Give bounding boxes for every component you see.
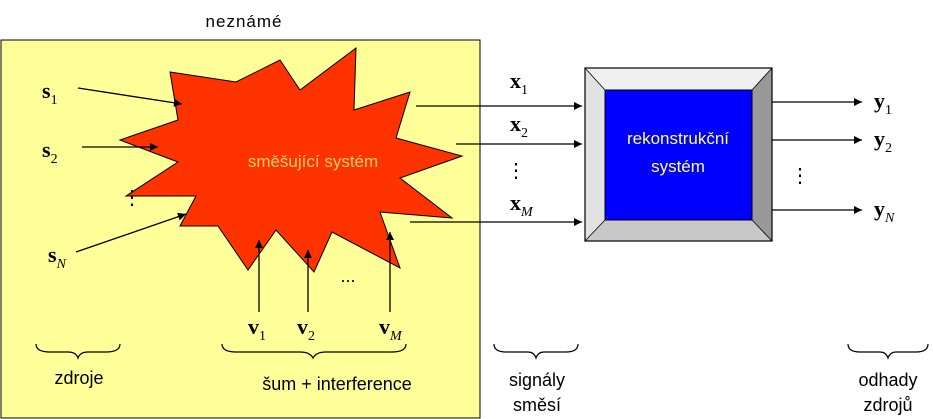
mixing-system-label: směšující systém xyxy=(248,152,378,171)
mixing-system-burst xyxy=(118,46,464,273)
reconstruction-label-line2: systém xyxy=(651,157,705,176)
noise-2-label: v2 xyxy=(297,314,315,344)
mixtures-caption-line1: signály xyxy=(509,370,565,390)
mixture-1-label: x1 xyxy=(510,68,528,98)
noise-caption: šum + interference xyxy=(262,374,412,394)
mixture-2-label: x2 xyxy=(510,111,528,141)
noise-1-label: v1 xyxy=(248,314,266,344)
source-1-arrow xyxy=(77,87,183,107)
output-n-label: yN xyxy=(874,196,895,226)
output-ellipsis: ⋮ xyxy=(790,165,810,187)
estimates-brace xyxy=(847,343,929,360)
output-1-label: y1 xyxy=(874,88,892,118)
source-2-label: s2 xyxy=(42,137,58,167)
source-n-arrow xyxy=(75,212,187,253)
noise-ellipsis: ... xyxy=(340,266,355,286)
estimates-caption-line1: odhady xyxy=(858,370,917,390)
mixtures-brace xyxy=(493,343,579,360)
noise-brace xyxy=(221,343,407,360)
output-2-label: y2 xyxy=(874,126,892,156)
estimates-caption-line2: zdrojů xyxy=(863,395,912,415)
noise-m-label: vM xyxy=(379,314,403,344)
reconstruction-system-box xyxy=(584,67,773,242)
unknown-label: neznámé xyxy=(206,12,283,31)
mixtures-caption-line2: směsí xyxy=(513,395,561,415)
source-ellipsis: ⋮ xyxy=(122,187,142,209)
sources-caption: zdroje xyxy=(54,368,103,388)
mixture-m-label: xM xyxy=(510,190,534,220)
source-n-label: sN xyxy=(48,242,67,272)
source-1-label: s1 xyxy=(42,78,58,108)
mixture-ellipsis: ⋮ xyxy=(506,160,526,182)
sources-brace xyxy=(35,343,121,360)
reconstruction-label-line1: rekonstrukční xyxy=(627,129,729,148)
